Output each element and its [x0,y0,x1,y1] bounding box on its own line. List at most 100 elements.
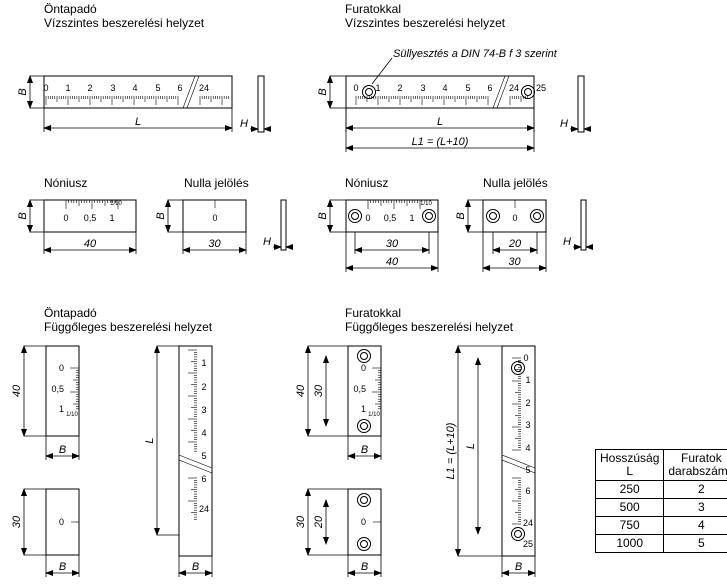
title-top-left-line1: Öntapadó [44,2,97,16]
dim-30-label: 30 [295,515,307,528]
dim-b-label: B [59,561,66,573]
title-bottom-left-line2: Függőleges beszerelési helyzet [44,320,213,334]
dim-b-label: B [317,88,329,95]
side-view-profile [577,75,585,133]
vernier-fraction: 1/10 [420,201,432,207]
vernier-number: 0 [365,213,370,223]
vernier-number: 0,5 [353,384,366,394]
header-holes: Furatok darabszáma [663,449,727,481]
title-bottom-right-line2: Függőleges beszerelési helyzet [345,320,514,334]
dim-l-label: L [465,443,477,449]
scale-number: 4 [525,443,530,453]
break-line [182,75,196,109]
title-top-right-line1: Furatokkal [345,2,402,16]
scale-number: 0 [353,83,358,93]
dim-40-label: 40 [295,384,307,397]
scale-number: 3 [525,420,530,430]
zero-number: 0 [212,213,217,223]
scale-number: 25 [523,539,533,549]
table-cell-length: 750 [594,516,665,535]
scale-number: 3 [110,83,115,93]
label-zero-mark-right: Nulla jelölés [483,176,548,190]
scale-number: 24 [509,83,519,93]
vernier-number: 0,5 [84,213,97,223]
mounting-hole-inner [533,212,541,220]
mounting-hole-outer [511,527,525,541]
break-line [178,454,213,469]
mounting-hole-outer [357,537,371,551]
vernier-number: 1 [109,213,114,223]
title-bottom-right-line1: Furatokkal [345,306,402,320]
vertical-ruler-body-holes [501,345,536,557]
title-top-right-line2: Vízszintes beszerelési helyzet [345,16,506,30]
dim-h-label: H [563,236,571,248]
break-line [501,459,536,474]
table-cell-holes: 2 [663,480,727,499]
dim-20-label: 20 [508,238,522,250]
table-cell-length: 500 [594,498,665,517]
mounting-hole-inner [360,540,368,548]
scale-number: 5 [465,83,470,93]
vernier-fraction: 1/10 [110,201,122,207]
label-nonius-left: Nóniusz [44,176,88,190]
dim-30-label: 30 [386,238,399,250]
side-view-profile [257,75,265,133]
table-cell-holes: 3 [663,498,727,517]
countersink-note: Süllyesztés a DIN 74-B f 3 szerint [393,48,558,60]
scale-number: 2 [525,398,530,408]
vernier-number: 0 [59,363,64,373]
mounting-hole-outer [486,209,500,223]
scale-number: 24 [199,504,209,514]
side-view-profile [280,199,287,251]
scale-number: 1 [65,83,70,93]
mounting-hole-outer [422,209,436,223]
mounting-hole-inner [365,88,373,96]
vernier-number: 0 [63,213,68,223]
vernier-number: 0,5 [384,213,397,223]
break-line [492,75,506,109]
scale-number: 4 [201,428,206,438]
vertical-ruler-body [178,345,213,557]
title-top-left-line2: Vízszintes beszerelési helyzet [44,16,205,30]
scale-number: 6 [201,474,206,484]
vernier-body [43,199,137,233]
dim-40-label: 40 [84,238,97,250]
dim-30-label: 30 [313,384,325,397]
vernier-number: 1 [361,404,366,414]
dim-l-label: L [135,116,141,128]
mounting-hole-outer [530,209,544,223]
header-length: Hosszúság L [594,449,665,481]
dim-b-label: B [17,88,29,95]
vernier-number: 1 [59,404,64,414]
dim-b-label: B [317,212,329,219]
zero-number: 0 [59,517,64,527]
scale-number: 0 [523,353,528,363]
table-header-row: Hosszúság L Furatok darabszáma [594,449,727,481]
scale-number: 25 [536,83,546,93]
mounting-hole-inner [514,364,522,372]
table-cell-holes: 4 [663,516,727,535]
mounting-hole-inner [360,352,368,360]
scale-number: 5 [155,83,160,93]
table-cell-length: 1000 [594,534,665,553]
scale-number: 6 [487,83,492,93]
scale-number: 1 [201,358,206,368]
vernier-fraction: 1/10 [66,412,78,418]
dim-40-label: 40 [11,384,23,397]
scale-number: 4 [132,83,137,93]
mounting-hole-inner [514,530,522,538]
dim-h-label: H [263,236,271,248]
scale-number: 24 [523,518,533,528]
mounting-hole-outer [357,349,371,363]
dim-h-label: H [240,118,248,130]
dim-b-label: B [361,561,368,573]
scale-number: 2 [87,83,92,93]
scale-number: 3 [201,405,206,415]
scale-number: 6 [177,83,182,93]
dim-20-label: 20 [313,515,325,529]
vertical-vernier-body-holes [347,345,382,437]
break-line [496,75,510,109]
